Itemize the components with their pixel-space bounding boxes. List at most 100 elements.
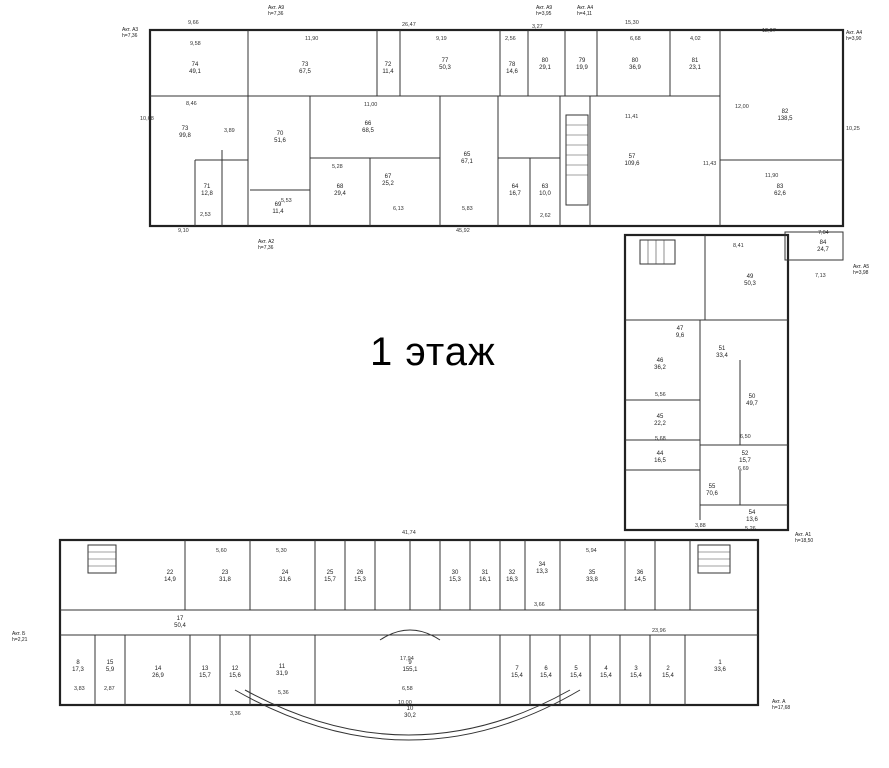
room-2-area: 15,4 xyxy=(662,673,674,679)
elevation-label: h=3,90 xyxy=(846,36,862,42)
room-23-area: 31,8 xyxy=(219,577,231,583)
room-57-number: 57 xyxy=(629,154,636,160)
room-5-area: 15,4 xyxy=(570,673,582,679)
right-wing xyxy=(623,231,844,532)
room-15-number: 15 xyxy=(107,660,114,666)
room-50-area: 49,7 xyxy=(746,401,758,407)
room-9-number: 9 xyxy=(408,660,412,666)
dimension: 11,90 xyxy=(305,36,318,42)
room-13-number: 13 xyxy=(202,666,209,672)
elevation-label: h=7,36 xyxy=(268,11,284,17)
room-17-number: 17 xyxy=(177,616,184,622)
stair-top xyxy=(565,114,589,206)
room-67-number: 67 xyxy=(385,174,392,180)
room-26-area: 15,3 xyxy=(354,577,366,583)
room-22-number: 22 xyxy=(167,570,174,576)
dimension: 9,10 xyxy=(178,228,189,234)
dimension: 5,94 xyxy=(586,548,597,554)
room-66-number: 66 xyxy=(365,121,372,127)
room-71-area: 12,8 xyxy=(201,191,213,197)
axis-label: Акт. А4 xyxy=(577,5,593,11)
room-80b-number: 80 xyxy=(632,58,639,64)
elevation-label: h=4,11 xyxy=(577,11,592,17)
room-77-number: 77 xyxy=(442,58,449,64)
room-72-number: 72 xyxy=(385,62,392,68)
room-73-area: 67,5 xyxy=(299,69,311,75)
room-labels: 74 49,1 73 67,5 72 11,4 77 50,3 78 14,6 … xyxy=(72,58,829,719)
room-51-area: 33,4 xyxy=(716,353,728,359)
dimension-labels: 9,66 26,47 3,27 15,30 12,07 9,58 11,90 9… xyxy=(74,20,860,717)
elevation-label: h=2,21 xyxy=(12,637,28,643)
room-35-number: 35 xyxy=(589,570,596,576)
elevation-label: h=18,50 xyxy=(795,538,813,544)
room-24-area: 31,6 xyxy=(279,577,291,583)
dimension: 6,68 xyxy=(630,36,641,42)
dimension: 5,26 xyxy=(745,526,756,532)
dimension: 45,92 xyxy=(456,228,470,234)
room-32-number: 32 xyxy=(509,570,516,576)
room-11-area: 31,9 xyxy=(276,671,288,677)
dimension: 41,74 xyxy=(402,530,416,536)
room-23-number: 23 xyxy=(222,570,229,576)
axis-label: Акт. А xyxy=(772,699,786,705)
dimension: 5,53 xyxy=(281,198,292,204)
room-30-number: 30 xyxy=(452,570,459,576)
dimension: 17,94 xyxy=(400,656,414,662)
elevation-label: h=17,68 xyxy=(772,705,790,711)
dimension: 10,25 xyxy=(846,126,860,132)
room-1-area: 33,6 xyxy=(714,667,726,673)
axis-label: Акт. А1 xyxy=(795,532,811,538)
room-49-area: 50,3 xyxy=(744,281,756,287)
room-13-area: 15,7 xyxy=(199,673,211,679)
room-83-area: 62,6 xyxy=(774,191,786,197)
room-32-area: 16,3 xyxy=(506,577,518,583)
room-69-area: 11,4 xyxy=(272,209,284,215)
dimension: 15,30 xyxy=(625,20,639,26)
room-65-area: 67,1 xyxy=(461,159,473,165)
room-17-area: 50,4 xyxy=(174,623,186,629)
room-54-area: 13,6 xyxy=(746,517,758,523)
room-52-number: 52 xyxy=(742,451,749,457)
entrance-arc xyxy=(234,689,581,741)
room-34-number: 34 xyxy=(539,562,546,568)
dimension: 12,00 xyxy=(735,104,749,110)
room-22-area: 14,9 xyxy=(164,577,176,583)
room-72-area: 11,4 xyxy=(382,69,394,75)
room-2-number: 2 xyxy=(666,666,670,672)
dimension: 12,07 xyxy=(762,28,776,34)
room-78-number: 78 xyxy=(509,62,516,68)
room-6-number: 6 xyxy=(544,666,548,672)
room-70-area: 51,6 xyxy=(274,138,286,144)
axis-label: Акт. Б xyxy=(12,631,26,637)
dimension: 3,66 xyxy=(534,602,545,608)
room-25-number: 25 xyxy=(327,570,334,576)
room-64-number: 64 xyxy=(512,184,519,190)
room-11-number: 11 xyxy=(279,664,286,670)
dimension: 5,83 xyxy=(462,206,473,212)
room-7-number: 7 xyxy=(515,666,519,672)
room-35-area: 33,8 xyxy=(586,577,598,583)
dimension: 7,13 xyxy=(815,273,826,279)
room-6-area: 15,4 xyxy=(540,673,552,679)
dimension: 9,58 xyxy=(190,41,201,47)
room-84-number: 84 xyxy=(820,240,827,246)
axis-label: Акт. А9 xyxy=(536,5,552,11)
room-4-number: 4 xyxy=(604,666,608,672)
axis-label: Акт. А3 xyxy=(122,27,138,33)
room-52-area: 15,7 xyxy=(739,458,751,464)
room-10-area: 30,2 xyxy=(404,713,416,719)
dimension: 9,19 xyxy=(436,36,447,42)
stair-right xyxy=(639,239,676,265)
room-15-area: 5,9 xyxy=(106,667,115,673)
room-71-number: 71 xyxy=(204,184,211,190)
elevation-label: h=3,95 xyxy=(536,11,552,17)
floor-title: 1 этаж xyxy=(370,330,496,374)
axis-markers: Акт. А3 h=7,36 Акт. А9 h=7,36 Акт. А9 h=… xyxy=(12,5,869,711)
dimension: 11,43 xyxy=(703,161,716,167)
dimension: 11,00 xyxy=(364,102,377,108)
axis-label: Акт. А9 xyxy=(268,5,284,11)
dimension: 7,04 xyxy=(818,230,829,236)
dimension: 3,88 xyxy=(695,523,706,529)
top-block xyxy=(148,28,845,228)
room-31-number: 31 xyxy=(482,570,489,576)
